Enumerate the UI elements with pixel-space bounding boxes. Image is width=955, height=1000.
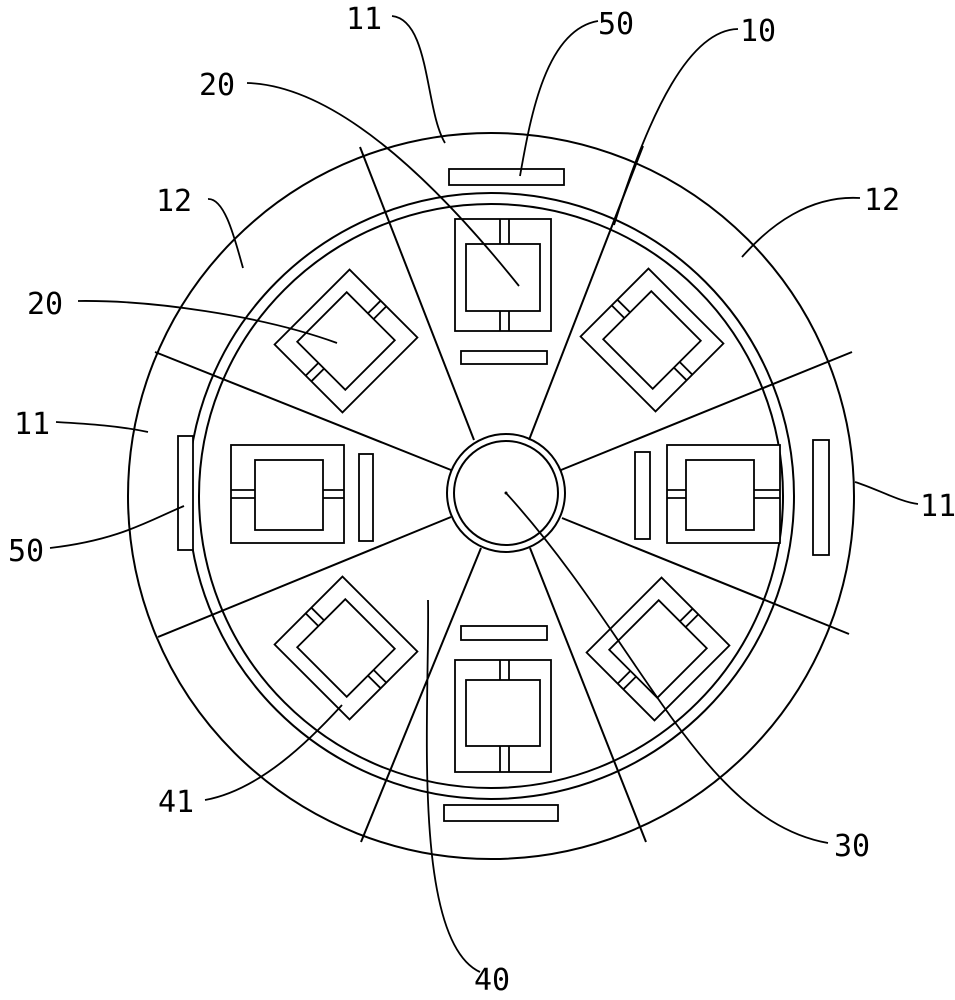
label-11-right: 11 xyxy=(920,489,955,524)
component-left xyxy=(230,444,345,544)
label-30: 30 xyxy=(834,829,870,864)
label-11-left: 11 xyxy=(14,407,50,442)
label-40: 40 xyxy=(474,963,510,998)
inner-bars xyxy=(358,350,651,641)
hub-outer xyxy=(446,433,566,553)
label-50-top: 50 xyxy=(598,7,634,42)
outer-bars xyxy=(177,168,830,822)
component-top-left xyxy=(273,268,419,414)
inner-ring-inner-edge xyxy=(198,203,784,789)
component-top xyxy=(454,218,552,332)
component-top-right xyxy=(579,267,725,413)
component-right xyxy=(666,444,781,544)
component-bottom-left xyxy=(273,575,419,721)
label-12-right: 12 xyxy=(864,183,900,218)
outer-ring xyxy=(127,132,855,860)
leader-lines xyxy=(49,15,919,973)
label-20-left: 20 xyxy=(27,287,63,322)
reference-labels: 11 50 10 20 12 12 20 11 11 50 41 30 40 xyxy=(8,2,955,998)
label-41: 41 xyxy=(158,785,194,820)
component-bottom-right xyxy=(585,576,731,722)
component-bottom xyxy=(454,659,552,773)
label-50-left: 50 xyxy=(8,534,44,569)
label-12-left: 12 xyxy=(156,184,192,219)
label-10: 10 xyxy=(740,14,776,49)
label-11-top: 11 xyxy=(346,2,382,37)
hub-inner xyxy=(453,440,559,546)
label-20-top: 20 xyxy=(199,68,235,103)
